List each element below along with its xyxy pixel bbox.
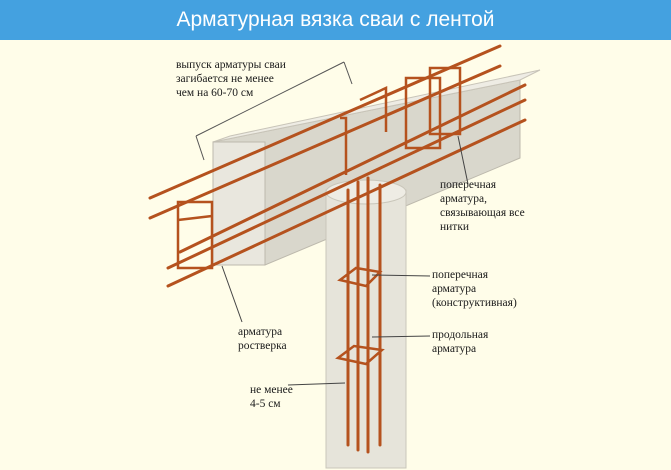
label-transverse-all-line2: арматура, [440, 193, 488, 205]
label-transverse-all: поперечная арматура, связывающая все нит… [440, 178, 525, 234]
label-cover: не менее 4-5 см [250, 383, 293, 411]
label-longitudinal-line1: продольная [432, 329, 489, 341]
transverse-stirrups [340, 66, 462, 175]
label-grillage: арматура ростверка [238, 325, 287, 353]
label-pile-outlet-line1: выпуск арматуры сваи [176, 59, 286, 71]
rebar-diagram [148, 44, 541, 469]
label-transverse-constructive-line2: арматура [432, 283, 477, 295]
pile-longitudinal-bars [346, 176, 382, 454]
label-transverse-constructive-line3: (конструктивная) [432, 297, 517, 309]
label-transverse-all-line3: связывающая все [440, 207, 525, 219]
outlet-dimension-line [195, 61, 353, 161]
label-pile-outlet: выпуск арматуры сваи загибается не менее… [176, 58, 286, 100]
label-pile-outlet-line3: чем на 60-70 см [176, 87, 254, 99]
pile-stirrups [335, 266, 385, 366]
label-cover-line2: 4-5 см [250, 398, 281, 410]
beam-end-stirrup [176, 200, 214, 270]
leader-lines [221, 135, 469, 386]
title-bar: Арматурная вязка сваи с лентой [0, 0, 671, 40]
label-cover-line1: не менее [250, 384, 293, 396]
grillage-beam [212, 69, 541, 266]
label-longitudinal-line2: арматура [432, 343, 477, 355]
pile-column [325, 179, 407, 469]
page-title: Арматурная вязка сваи с лентой [176, 8, 495, 31]
label-transverse-all-line1: поперечная [440, 179, 497, 191]
illustration: выпуск арматуры сваи загибается не менее… [0, 40, 671, 470]
label-grillage-line1: арматура [238, 326, 283, 338]
label-transverse-constructive: поперечная арматура (конструктивная) [432, 268, 517, 310]
label-longitudinal: продольная арматура [432, 328, 488, 356]
label-pile-outlet-line2: загибается не менее [176, 73, 274, 85]
label-transverse-constructive-line1: поперечная [432, 269, 489, 281]
label-transverse-all-line4: нитки [440, 221, 470, 233]
label-grillage-line2: ростверка [238, 340, 287, 352]
